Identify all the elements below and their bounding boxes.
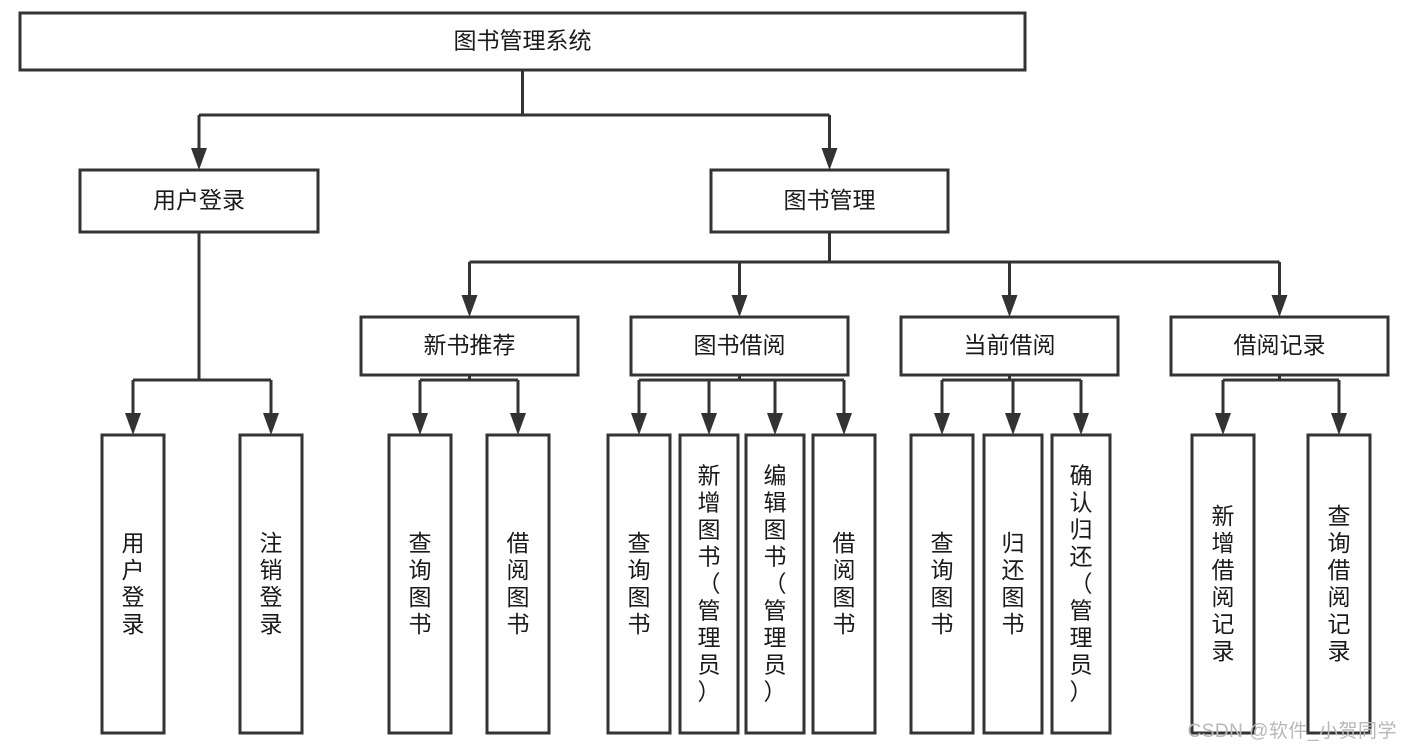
edge-arrowhead	[1331, 413, 1347, 435]
node-label: 借阅记录	[1234, 332, 1326, 358]
edge-arrowhead	[767, 413, 783, 435]
node-leaf-borrow-book-1[interactable]: 借阅图书	[485, 433, 551, 735]
nodes-layer: 图书管理系统用户登录图书管理新书推荐图书借阅当前借阅借阅记录用户登录注销登录查询…	[18, 11, 1390, 735]
node-book-borrow[interactable]: 图书借阅	[629, 315, 850, 377]
edge-arrowhead	[1215, 413, 1231, 435]
edge-arrowhead	[1001, 295, 1018, 317]
node-label: 借阅图书	[507, 530, 530, 637]
node-label: 新增借阅记录	[1212, 503, 1235, 664]
node-leaf-user-login[interactable]: 用户登录	[100, 433, 166, 735]
node-box	[100, 433, 166, 735]
node-box	[1050, 433, 1112, 735]
node-leaf-query-book-2[interactable]: 查询图书	[606, 433, 672, 735]
edge-arrowhead	[461, 295, 478, 317]
node-leaf-add-book[interactable]: 新增图书（管理员）	[678, 433, 740, 735]
node-new-book-rec[interactable]: 新书推荐	[359, 315, 580, 377]
node-leaf-edit-book[interactable]: 编辑图书（管理员）	[744, 433, 806, 735]
edge-arrowhead	[125, 413, 141, 435]
node-leaf-borrow-book-2[interactable]: 借阅图书	[811, 433, 877, 735]
watermark-text: CSDN @软件_小贺同学	[1187, 721, 1397, 742]
edge-arrowhead	[631, 413, 647, 435]
edge-arrowhead	[412, 413, 428, 435]
node-box	[909, 433, 975, 735]
edge-arrowhead	[263, 413, 279, 435]
node-box	[485, 433, 551, 735]
node-label: 查询借阅记录	[1328, 503, 1351, 664]
edge-arrowhead	[510, 413, 526, 435]
node-current-borrow[interactable]: 当前借阅	[899, 315, 1120, 377]
node-box	[387, 433, 453, 735]
node-box	[744, 433, 806, 735]
node-label: 新增图书（管理员）	[698, 463, 721, 705]
node-label: 图书借阅	[694, 332, 786, 358]
node-label: 用户登录	[122, 530, 145, 637]
node-label: 编辑图书（管理员）	[764, 463, 787, 705]
node-box	[238, 433, 304, 735]
node-leaf-logout[interactable]: 注销登录	[238, 433, 304, 735]
node-box	[811, 433, 877, 735]
node-box	[709, 168, 950, 234]
node-box	[678, 433, 740, 735]
node-box	[982, 433, 1044, 735]
node-label: 确认归还（管理员）	[1070, 463, 1093, 705]
edge-arrowhead	[731, 295, 748, 317]
node-root[interactable]: 图书管理系统	[18, 11, 1027, 72]
edge-arrowhead	[1005, 413, 1021, 435]
node-box	[78, 168, 320, 234]
node-box	[359, 315, 580, 377]
node-box	[606, 433, 672, 735]
node-borrow-record[interactable]: 借阅记录	[1169, 315, 1390, 377]
edge-arrowhead	[821, 148, 838, 170]
edge-arrowhead	[191, 148, 207, 170]
node-box	[18, 11, 1027, 72]
edges-layer	[125, 70, 1347, 435]
node-box	[1190, 433, 1256, 735]
node-box	[899, 315, 1120, 377]
node-book-manage[interactable]: 图书管理	[709, 168, 950, 234]
node-label: 新书推荐	[424, 332, 516, 358]
node-leaf-confirm-return[interactable]: 确认归还（管理员）	[1050, 433, 1112, 735]
edge-arrowhead	[1271, 295, 1288, 317]
edge-arrowhead	[934, 413, 950, 435]
edge-arrowhead	[701, 413, 717, 435]
node-leaf-query-book-3[interactable]: 查询图书	[909, 433, 975, 735]
node-label: 查询图书	[409, 530, 432, 637]
node-label: 查询图书	[628, 530, 651, 637]
node-label: 用户登录	[153, 187, 245, 213]
node-label: 图书管理系统	[454, 28, 592, 54]
node-label: 查询图书	[931, 530, 954, 637]
edge-arrowhead	[836, 413, 852, 435]
node-label: 当前借阅	[964, 332, 1056, 358]
node-box	[1169, 315, 1390, 377]
node-box	[1306, 433, 1372, 735]
node-user-login[interactable]: 用户登录	[78, 168, 320, 234]
node-box	[629, 315, 850, 377]
node-label: 图书管理	[784, 187, 876, 213]
node-leaf-query-record[interactable]: 查询借阅记录	[1306, 433, 1372, 735]
node-leaf-return-book[interactable]: 归还图书	[982, 433, 1044, 735]
node-label: 借阅图书	[833, 530, 856, 637]
node-leaf-add-record[interactable]: 新增借阅记录	[1190, 433, 1256, 735]
edge-arrowhead	[1073, 413, 1089, 435]
node-label: 注销登录	[260, 530, 283, 637]
node-label: 归还图书	[1002, 530, 1025, 637]
node-leaf-query-book-1[interactable]: 查询图书	[387, 433, 453, 735]
